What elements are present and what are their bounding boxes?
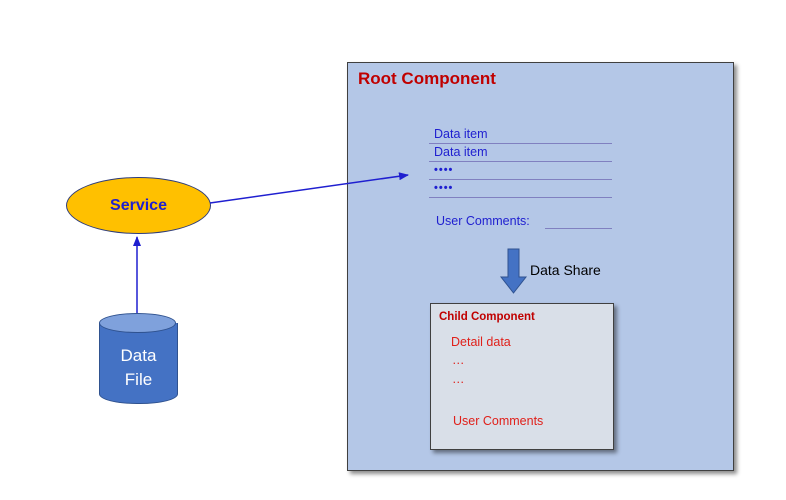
data-item: Data item	[429, 126, 612, 144]
data-item-placeholder: ••••	[429, 180, 612, 198]
user-comments-label: User Comments:	[436, 214, 530, 228]
user-comments-field	[545, 228, 612, 229]
detail-ellipsis: …	[452, 372, 465, 386]
data-item-placeholder: ••••	[429, 162, 612, 180]
service-label: Service	[110, 196, 167, 214]
child-user-comments-label: User Comments	[453, 414, 544, 428]
data-file-label-line: File	[124, 370, 153, 389]
data-item: Data item	[429, 144, 612, 162]
data-file-label: Data File	[99, 344, 178, 392]
service-node: Service	[66, 177, 211, 234]
detail-ellipsis: …	[452, 353, 465, 367]
data-share-arrow-icon	[499, 248, 528, 294]
data-file-cylinder-top	[99, 313, 176, 333]
child-component-title: Child Component	[439, 311, 535, 323]
detail-data-label: Detail data	[451, 335, 511, 349]
data-file-cylinder-body	[99, 323, 178, 404]
root-component-box: Root Component Data item Data item •••• …	[347, 62, 734, 471]
child-component-box: Child Component Detail data … … User Com…	[430, 303, 614, 450]
service-to-root-arrow	[209, 172, 409, 204]
root-component-title: Root Component	[358, 69, 496, 88]
data-file-label-line: Data	[120, 346, 157, 365]
data-item-list: Data item Data item •••• ••••	[429, 126, 612, 198]
data-share-label: Data Share	[530, 262, 601, 278]
